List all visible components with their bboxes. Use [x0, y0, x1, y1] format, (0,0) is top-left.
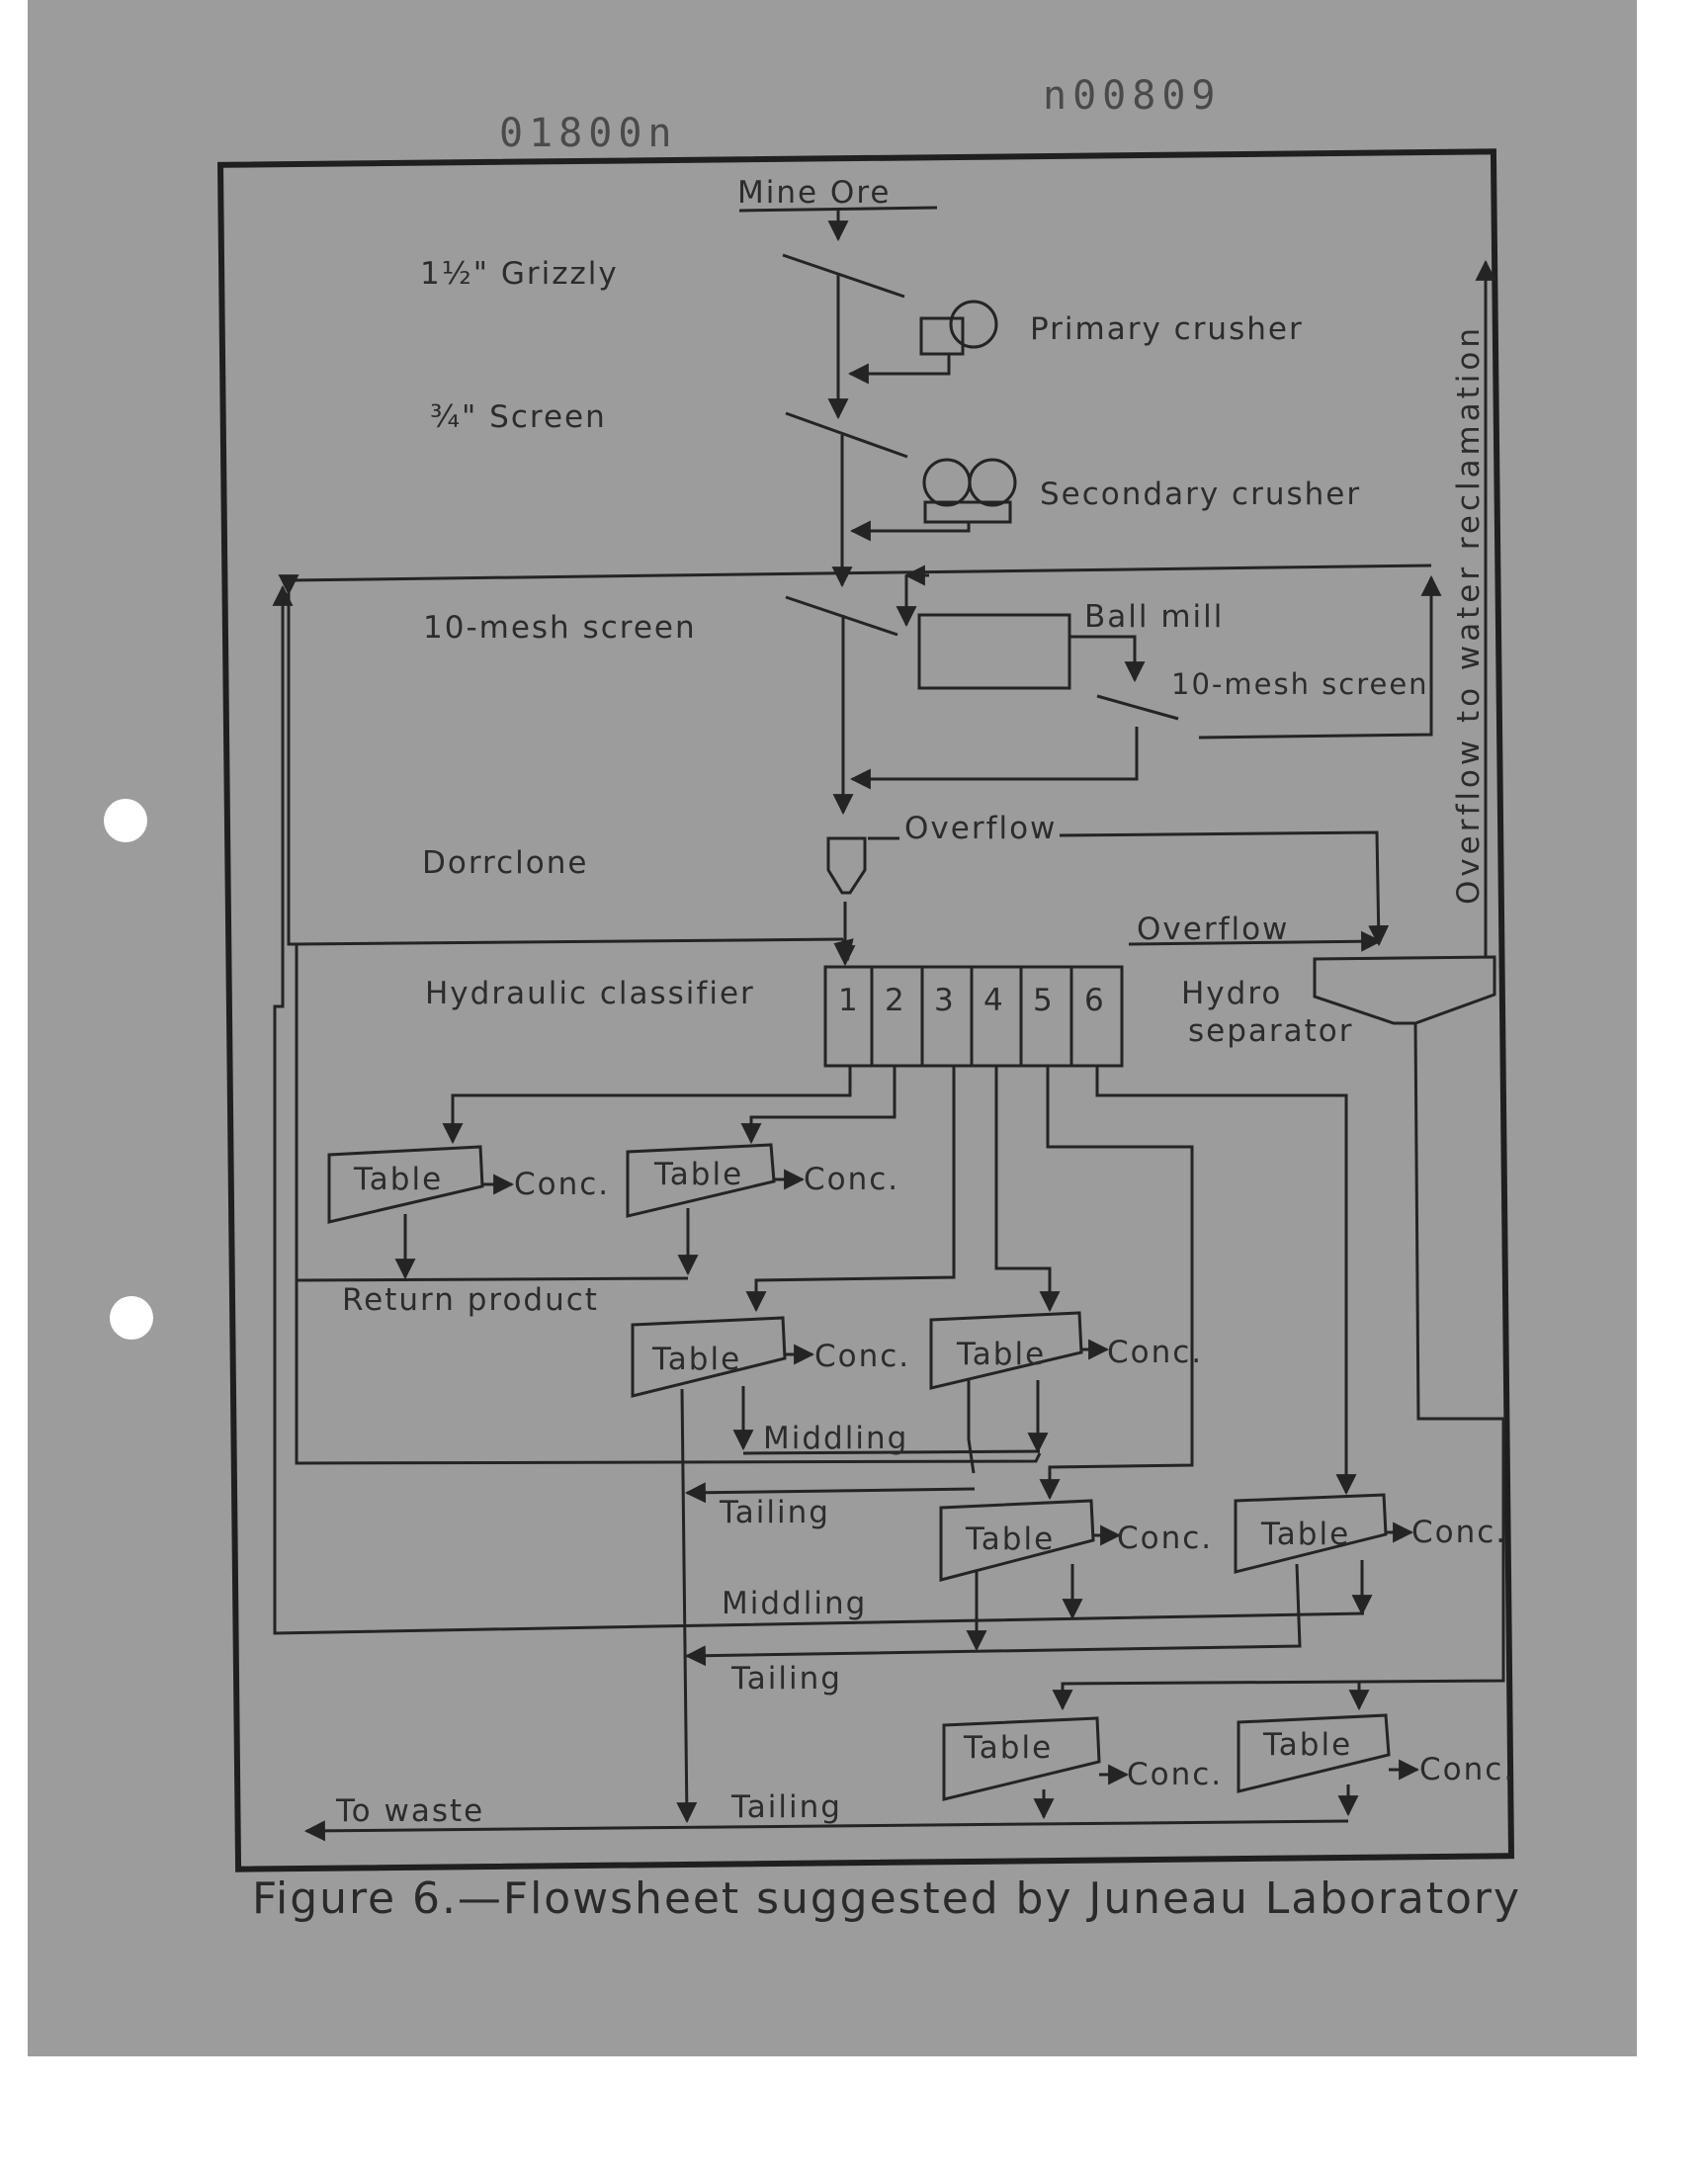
table-2-conc: Conc. — [804, 1162, 899, 1197]
table-1 — [327, 1145, 484, 1224]
label-secondary-crusher: Secondary crusher — [1040, 477, 1361, 512]
table-1-label: Table — [353, 1162, 443, 1197]
table-7-label: Table — [963, 1730, 1053, 1766]
dorrclone-icon — [826, 836, 867, 895]
table-6-conc: Conc. — [1411, 1515, 1507, 1550]
stamp-left: 01800n — [499, 111, 678, 156]
punch-hole-bottom — [110, 1296, 153, 1340]
label-middling-1: Middling — [763, 1421, 908, 1456]
punch-hole-top — [104, 799, 147, 842]
label-tailing-2: Tailing — [730, 1661, 842, 1696]
label-separator: separator — [1188, 1013, 1354, 1049]
table-4-conc: Conc. — [1107, 1335, 1203, 1370]
classifier-cell-6: 6 — [1084, 983, 1106, 1018]
hydraulic-classifier: 1 2 3 4 5 6 — [823, 965, 1124, 1068]
label-hydro: Hydro — [1181, 976, 1282, 1011]
label-mine-ore: Mine Ore — [737, 175, 891, 211]
table-2 — [626, 1143, 776, 1218]
classifier-cell-3: 3 — [934, 983, 956, 1018]
classifier-cell-4: 4 — [983, 983, 1005, 1018]
label-middling-2: Middling — [722, 1586, 867, 1621]
screen-symbol — [785, 411, 908, 459]
classifier-cell-2: 2 — [885, 983, 906, 1018]
label-tailing-1: Tailing — [719, 1495, 830, 1530]
label-ball-mill: Ball mill — [1084, 599, 1224, 635]
paper-sheet — [28, 0, 1637, 2056]
table-3 — [631, 1316, 787, 1398]
classifier-cell-5: 5 — [1033, 983, 1055, 1018]
table-8-conc: Conc. — [1419, 1752, 1515, 1787]
table-3-conc: Conc. — [814, 1339, 910, 1374]
table-5-label: Table — [965, 1522, 1055, 1557]
table-4 — [929, 1311, 1083, 1390]
label-primary-crusher: Primary crusher — [1030, 311, 1304, 347]
primary-crusher-icon — [919, 316, 965, 356]
table-3-label: Table — [651, 1342, 741, 1377]
mesh-screen-symbol-2 — [1096, 694, 1179, 721]
table-8-label: Table — [1262, 1727, 1352, 1763]
table-5-conc: Conc. — [1117, 1521, 1213, 1556]
classifier-cell-1: 1 — [838, 983, 860, 1018]
grizzly-symbol — [782, 253, 905, 299]
label-dorrclone: Dorrclone — [422, 845, 588, 881]
table-2-label: Table — [653, 1157, 743, 1192]
label-mesh-screen-1: 10-mesh screen — [423, 610, 697, 646]
label-grizzly: 1½" Grizzly — [420, 256, 619, 292]
table-5 — [939, 1499, 1095, 1582]
table-7 — [942, 1716, 1101, 1801]
label-return-product: Return product — [342, 1282, 599, 1318]
figure-caption: Figure 6.—Flowsheet suggested by Juneau … — [252, 1873, 1522, 1924]
label-mesh-screen-2: 10-mesh screen — [1171, 667, 1429, 701]
label-tailing-3: Tailing — [730, 1789, 842, 1825]
table-6 — [1234, 1493, 1388, 1574]
table-6-label: Table — [1260, 1517, 1350, 1552]
label-to-waste: To waste — [335, 1793, 484, 1829]
table-1-conc: Conc. — [514, 1167, 610, 1202]
table-7-conc: Conc. — [1127, 1757, 1223, 1792]
label-overflow-water-reclamation: Overflow to water reclamation — [1451, 326, 1487, 905]
table-8 — [1237, 1713, 1391, 1793]
table-4-label: Table — [956, 1337, 1046, 1372]
label-overflow-1: Overflow — [904, 811, 1057, 846]
ball-mill-box — [917, 613, 1071, 690]
label-hydraulic-classifier: Hydraulic classifier — [425, 976, 755, 1011]
stamp-right: n00809 — [1043, 73, 1222, 119]
diagram-frame — [216, 148, 1515, 1872]
label-screen-3-4: ¾" Screen — [430, 399, 607, 435]
